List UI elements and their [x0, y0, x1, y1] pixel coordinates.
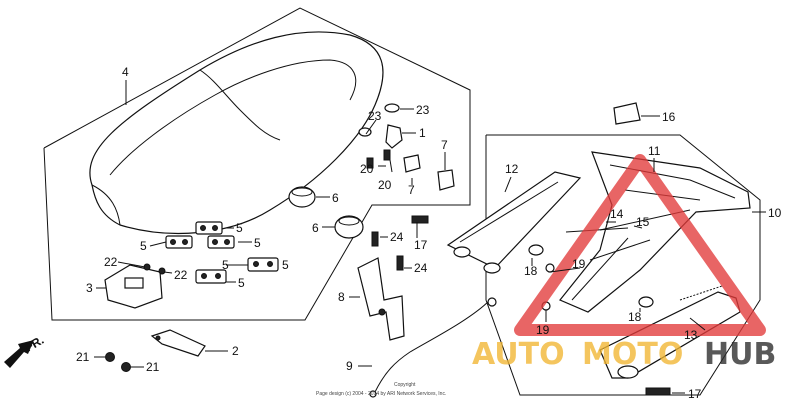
- collar-23b[interactable]: [358, 127, 372, 137]
- callout-10: 10: [768, 206, 782, 220]
- collar-18a[interactable]: [528, 244, 544, 256]
- callout-5a: 5: [236, 221, 243, 235]
- callout-9: 9: [346, 359, 353, 373]
- bolt-17a[interactable]: [411, 215, 429, 224]
- callout-12: 12: [505, 162, 519, 176]
- watermark-moto: MOTO: [582, 337, 683, 372]
- cushion-6b[interactable]: [334, 215, 364, 239]
- callout-23a: 23: [416, 103, 430, 117]
- callout-22a: 22: [104, 255, 118, 269]
- callout-21a: 21: [76, 350, 90, 364]
- bolt-20a[interactable]: [366, 157, 374, 169]
- watermark-auto: AUTO: [472, 337, 565, 372]
- callout-2: 2: [232, 344, 239, 358]
- callout-24a: 24: [390, 230, 404, 244]
- callout-20a: 20: [360, 162, 374, 176]
- watermark-hub: HUB: [704, 337, 776, 372]
- seat-group-border: [43, 7, 471, 321]
- bolt-24b[interactable]: [396, 255, 404, 271]
- rack-group-border: [485, 134, 761, 396]
- callout-5b: 5: [140, 239, 147, 253]
- seat-catch-stay-8[interactable]: [357, 257, 405, 341]
- callout-5f: 5: [238, 276, 245, 290]
- cable-end: [487, 297, 497, 307]
- bolt-20b[interactable]: [383, 149, 391, 161]
- copyright-line2: Page design (c) 2004 - 2014 by ARI Netwo…: [316, 391, 446, 397]
- seat[interactable]: [89, 31, 384, 235]
- callout-14: 14: [610, 207, 624, 221]
- front-direction-arrow: FR.: [4, 333, 46, 368]
- callout-22b: 22: [174, 268, 188, 282]
- leader-lines: [94, 80, 766, 394]
- callout-20b: 20: [378, 178, 392, 192]
- damper-7b[interactable]: [437, 169, 455, 191]
- callout-15: 15: [636, 215, 650, 229]
- clip-2[interactable]: [150, 329, 206, 357]
- callout-5d: 5: [222, 258, 229, 272]
- washer-19a[interactable]: [545, 263, 555, 273]
- rubber-mount-5a[interactable]: [195, 221, 223, 235]
- callout-7b: 7: [408, 183, 415, 197]
- callout-11: 11: [648, 144, 661, 158]
- seat-lock-cable-9[interactable]: [374, 299, 491, 393]
- callout-6a: 6: [332, 191, 339, 205]
- nut-21b[interactable]: [121, 362, 131, 372]
- grab-rail-12[interactable]: [446, 171, 582, 274]
- copyright-line1: Copyright: [394, 382, 416, 388]
- callout-17b: 17: [688, 387, 702, 401]
- caution-label-16[interactable]: [613, 102, 641, 125]
- callout-3: 3: [86, 281, 93, 295]
- bolt-22b[interactable]: [158, 267, 166, 275]
- nut-21a[interactable]: [105, 352, 115, 362]
- damper-7a[interactable]: [403, 154, 421, 173]
- callout-24b: 24: [414, 261, 428, 275]
- callout-1: 1: [419, 126, 426, 140]
- callout-16: 16: [662, 110, 676, 124]
- callout-5e: 5: [282, 258, 289, 272]
- copyright-note: Copyright Page design (c) 2004 - 2014 by…: [316, 382, 446, 397]
- callout-13: 13: [684, 328, 698, 342]
- callout-5c: 5: [254, 236, 261, 250]
- rubber-mount-5e[interactable]: [195, 269, 227, 284]
- collar-18b[interactable]: [638, 296, 654, 308]
- callout-labels: 4 5 5 5 5 5 5 3 22 22 6 6 1 23 23 20 20 …: [76, 65, 782, 401]
- callout-18b: 18: [628, 310, 642, 324]
- callout-7a: 7: [441, 138, 448, 152]
- cushion-6a[interactable]: [288, 186, 316, 208]
- seat-hook-1[interactable]: [385, 124, 403, 149]
- seat-lock-bracket[interactable]: [104, 264, 163, 309]
- callout-8: 8: [338, 290, 345, 304]
- callout-19a: 19: [572, 257, 586, 271]
- bolt-24a[interactable]: [371, 231, 379, 247]
- callout-4: 4: [122, 65, 129, 79]
- callout-23b: 23: [368, 109, 382, 123]
- watermark: AUTO MOTO HUB: [472, 154, 776, 372]
- callout-19b: 19: [536, 323, 550, 337]
- cable-end-lower: [369, 390, 377, 398]
- callout-21b: 21: [146, 360, 160, 374]
- collar-23a[interactable]: [384, 103, 400, 113]
- bolt-15[interactable]: [571, 237, 629, 301]
- callout-6b: 6: [312, 221, 319, 235]
- watermark-triangle: [514, 154, 766, 336]
- rear-carrier-11[interactable]: [559, 151, 751, 313]
- callout-18a: 18: [524, 264, 538, 278]
- bolt-17b[interactable]: [645, 387, 671, 396]
- rubber-mount-5b[interactable]: [165, 235, 193, 249]
- callout-17a: 17: [414, 238, 428, 252]
- rubber-mount-5c[interactable]: [207, 235, 235, 249]
- rubber-mount-5d[interactable]: [247, 257, 279, 272]
